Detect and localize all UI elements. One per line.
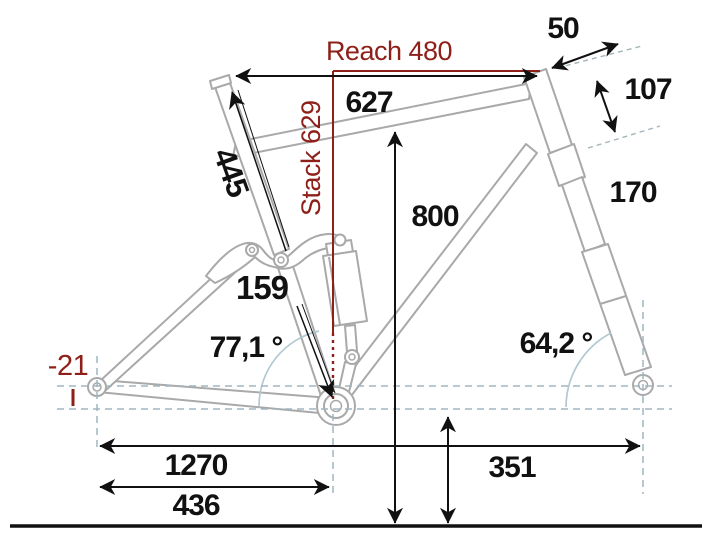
frame-outline (87, 68, 654, 426)
fork-crown (547, 143, 586, 187)
dim-stem-50-arrow (551, 41, 619, 71)
top-tube-length-label: 627 (345, 86, 392, 119)
chainstay-length-label: 436 (172, 489, 219, 522)
shock-body-line (328, 256, 341, 326)
shock-shaft (344, 324, 358, 353)
standover-height-label: 800 (411, 200, 458, 233)
dimension-labels: Reach 480 Stack 629 627 50 107 170 800 4… (48, 12, 673, 522)
fork-stanchion (561, 176, 606, 253)
head-tube (523, 68, 573, 154)
bottom-bracket-inner (329, 399, 343, 413)
head-tube-bottom-extension-dashed (587, 125, 661, 149)
shock-top-pivot (333, 233, 347, 247)
shock-clevis-pivot-inner (348, 353, 356, 361)
head-tube-top-extension-dashed (556, 45, 643, 69)
reference-lines (57, 45, 672, 494)
dim-seat-tube-445-arrow (229, 91, 287, 252)
head-angle-arc (565, 332, 612, 408)
down-tube (332, 143, 538, 405)
seat-angle-label: 77,1 ° (210, 331, 283, 364)
dim-seat-lower-159-arrow-aux (301, 303, 336, 394)
reach-label: Reach 480 (326, 36, 452, 66)
fork-length-label: 170 (609, 176, 656, 209)
seat-tube-slot-pivot-inner (277, 256, 285, 264)
stem-length-label: 50 (547, 12, 579, 45)
fork-joint-line (599, 295, 627, 305)
bb-height-label: 351 (488, 451, 535, 484)
head-angle-label: 64,2 ° (520, 327, 593, 360)
dim-head-tube-107-arrow (594, 80, 618, 133)
dim-seat-tube-445-arrow-aux (237, 89, 290, 248)
dim-seat-lower-159-arrow (296, 305, 335, 398)
rocker-pivot-left-inner (248, 246, 256, 254)
dimension-arrows (10, 41, 702, 528)
fork (547, 143, 652, 376)
bb-drop-label: -21 (48, 350, 88, 382)
seat-tube-cap (209, 74, 232, 90)
stack-label: Stack 629 (296, 100, 326, 216)
seat-tube-lower-label: 159 (236, 269, 289, 306)
seat-angle-arc (258, 330, 320, 407)
wheelbase-label: 1270 (165, 449, 228, 482)
top-tube (232, 82, 532, 158)
head-tube-length-label: 107 (624, 73, 671, 106)
